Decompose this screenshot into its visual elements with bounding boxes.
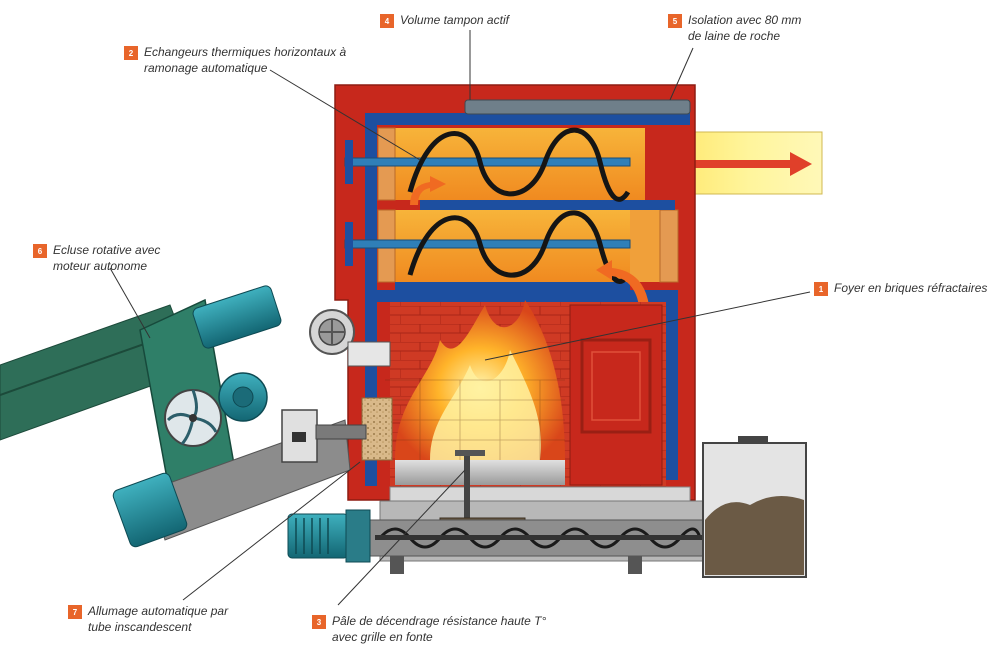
leader-lines: [109, 30, 811, 606]
callout-number: 4: [380, 14, 394, 28]
feed-motor-lower: [112, 472, 188, 548]
firebox-door-panel: [569, 304, 663, 486]
callout-text: tube inscandescent: [88, 620, 192, 634]
flow-arrow-icon: [410, 176, 446, 205]
callout-number: 5: [668, 14, 682, 28]
flame-inner: [430, 350, 541, 460]
tube-mount-upper: [345, 140, 353, 184]
callout-text: Echangeurs thermiques horizontaux à: [144, 45, 347, 59]
separator-plate-2: [395, 282, 630, 292]
callout-6-airlock: 6 Ecluse rotative avec moteur autonome: [33, 242, 160, 274]
exchanger-right: [630, 210, 660, 282]
auger-foot-right: [628, 556, 642, 574]
spiral-lower: [407, 210, 631, 284]
motor-fins: [295, 518, 329, 554]
grate-bar: [395, 460, 565, 485]
exchanger-tube-upper: [344, 157, 631, 167]
callout-text: Allumage automatique par: [88, 604, 229, 618]
buffer-tube: [464, 99, 691, 115]
callout-text: moteur autonome: [53, 259, 148, 273]
flue-arrow-icon: [650, 152, 812, 176]
callout-5-insulation: 5 Isolation avec 80 mm de laine de roche: [668, 12, 801, 44]
callout-4-buffer: 4 Volume tampon actif: [380, 12, 509, 28]
callout-7-ignition: 7 Allumage automatique par tube inscande…: [68, 603, 228, 635]
refractory-right: [659, 209, 679, 283]
callout-number: 6: [33, 244, 47, 258]
screw-conveyor-icon: [378, 527, 702, 549]
auger-foot-left: [390, 556, 404, 574]
callout-text: ramonage automatique: [144, 61, 268, 75]
callout-2-exchangers: 2 Echangeurs thermiques horizontaux à ra…: [124, 44, 346, 76]
water-jacket: [365, 113, 690, 486]
spiral-upper: [407, 127, 631, 202]
callout-text: Foyer en briques réfractaires: [834, 281, 988, 295]
ash-pile: [705, 496, 804, 575]
tube-mount-lower: [345, 222, 353, 266]
ash-box-upper: [389, 486, 691, 502]
auger-gearbox: [345, 509, 371, 563]
airlock-motor: [192, 285, 282, 349]
callout-number: 2: [124, 46, 138, 60]
decendrage-head: [455, 450, 485, 456]
callout-text: avec grille en fonte: [332, 630, 433, 644]
callout-text: de laine de roche: [688, 29, 781, 43]
callout-text: Ecluse rotative avec: [53, 243, 161, 257]
callout-number: 7: [68, 605, 82, 619]
callout-1-firebox: 1 Foyer en briques réfractaires: [814, 280, 987, 296]
auger-shaft: [375, 535, 705, 540]
ash-bin-lid: [738, 436, 768, 444]
callout-text: Volume tampon actif: [400, 13, 509, 27]
ignition-tube: [315, 424, 367, 440]
callout-text: Isolation avec 80 mm: [688, 13, 802, 27]
motor-icon: [287, 513, 349, 559]
firebox-grid: [385, 379, 565, 460]
firebox-door-inner: [591, 351, 641, 421]
callout-3-ash-paddle: 3 Pâle de décendrage résistance haute T°…: [312, 613, 546, 645]
callout-text: Pâle de décendrage résistance haute T°: [332, 614, 547, 628]
callout-number: 3: [312, 615, 326, 629]
fan-duct: [347, 341, 391, 367]
decendrage-rod: [464, 455, 470, 525]
flow-arrow-icon-2: [596, 260, 650, 320]
exchanger-tube-lower: [344, 239, 631, 249]
callout-number: 1: [814, 282, 828, 296]
firebox-door: [580, 338, 652, 434]
separator-plate: [420, 200, 675, 210]
